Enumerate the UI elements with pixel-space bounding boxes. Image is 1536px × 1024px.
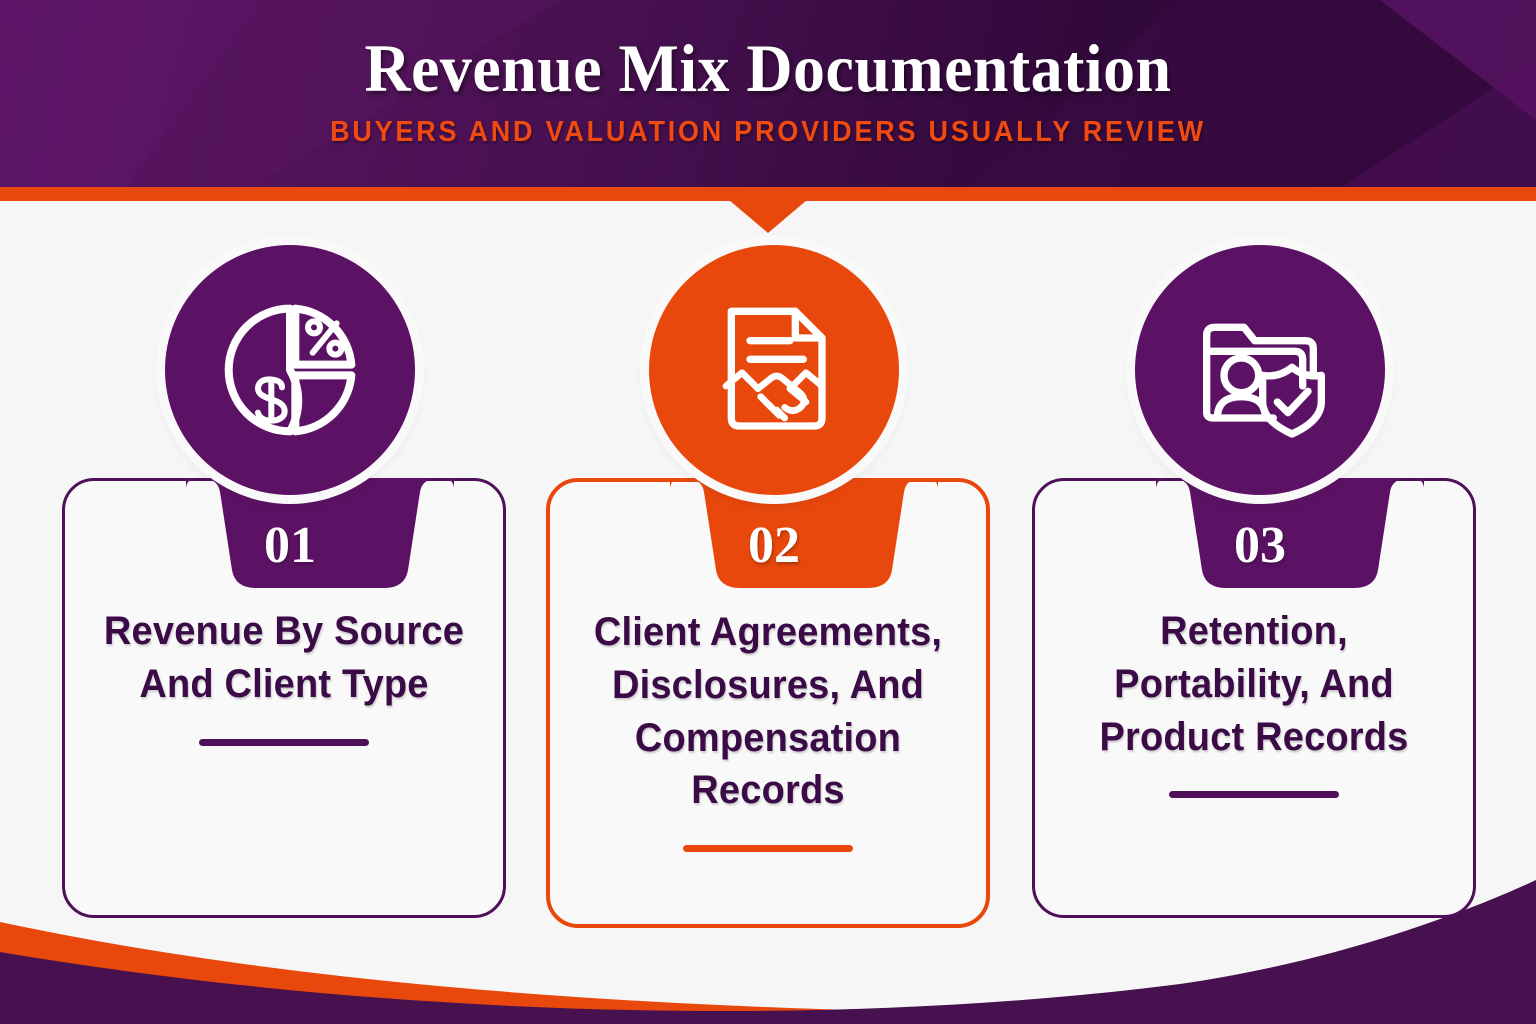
- card-02-icon-circle: [649, 245, 899, 495]
- page-subtitle: BUYERS AND VALUATION PROVIDERS USUALLY R…: [330, 116, 1206, 148]
- card-03-body: Retention, Portability, And Product Reco…: [1035, 605, 1473, 799]
- card-02-rule: [683, 845, 853, 853]
- purple-wave: [0, 880, 1536, 1024]
- badge-shape-01: [186, 478, 454, 588]
- page-title: Revenue Mix Documentation: [364, 30, 1172, 106]
- card-03-icon-circle: [1135, 245, 1385, 495]
- card-02-number: 02: [748, 517, 800, 574]
- header-divider-bar: [0, 187, 1536, 201]
- folder-person-shield-check-icon: [1203, 323, 1325, 438]
- card-02-title: Client Agreements, Disclosures, And Comp…: [593, 610, 943, 813]
- pie-chart-percent-dollar-icon: [224, 304, 356, 436]
- bottom-wave-decoration: [0, 880, 1536, 1024]
- card-03-rule: [1169, 791, 1339, 799]
- document-handshake-icon: [722, 307, 826, 430]
- card-03-title: Retention, Portability, And Product Reco…: [1099, 609, 1409, 759]
- card-01-number: 01: [264, 517, 316, 574]
- card-01-rule: [199, 738, 369, 746]
- badge-shape-03: [1156, 478, 1424, 588]
- card-02-body: Client Agreements, Disclosures, And Comp…: [550, 606, 986, 853]
- card-01-body: Revenue By Source And Client Type: [65, 605, 503, 746]
- card-03-number: 03: [1234, 517, 1286, 574]
- header-text-block: Revenue Mix Documentation BUYERS AND VAL…: [0, 0, 1536, 147]
- card-01-title: Revenue By Source And Client Type: [103, 609, 465, 706]
- card-01-icon-circle: [165, 245, 415, 495]
- header-banner: Revenue Mix Documentation BUYERS AND VAL…: [0, 0, 1536, 195]
- header-facet-pattern: [0, 0, 1536, 195]
- badge-shape-02: [670, 478, 938, 588]
- header-divider-arrow: [729, 200, 807, 233]
